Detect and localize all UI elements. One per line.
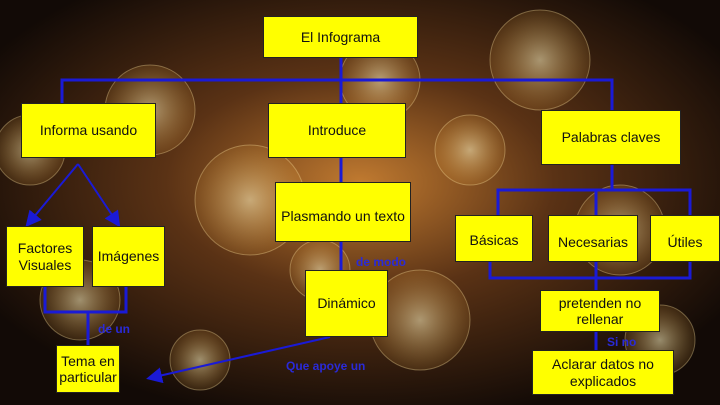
node-imagenes: Imágenes	[92, 226, 165, 287]
connector-de-un: de un	[98, 322, 130, 336]
node-basicas-label: Básicas	[469, 232, 519, 248]
node-introduce-label: Introduce	[307, 122, 367, 138]
connector-si-no: Si no	[607, 335, 637, 349]
node-informa-usando: Informa usando	[21, 103, 156, 158]
node-dinamico: Dinámico	[305, 270, 388, 337]
node-plasmando-label: Plasmando un texto	[281, 208, 405, 224]
node-dinamico-label: Dinámico	[317, 295, 376, 311]
node-aclarar-label: Aclarar datos no explicados	[552, 356, 654, 389]
node-plasmando: Plasmando un texto	[275, 182, 411, 242]
node-pretenden-label: pretenden no rellenar	[558, 294, 642, 327]
node-factores-visuales: Factores Visuales	[6, 226, 84, 287]
node-utiles: Útiles	[650, 215, 720, 262]
node-introduce: Introduce	[268, 103, 406, 158]
node-palabras-claves-label: Palabras claves	[561, 129, 661, 145]
node-tema-particular-label: Tema en particular	[59, 352, 117, 385]
node-imagenes-label: Imágenes	[97, 248, 160, 265]
node-tema-particular: Tema en particular	[56, 345, 120, 393]
node-utiles-label: Útiles	[667, 234, 703, 250]
node-aclarar: Aclarar datos no explicados	[532, 350, 674, 395]
node-root: El Infograma	[263, 16, 418, 58]
node-factores-visuales-label: Factores Visuales	[17, 240, 73, 273]
node-root-label: El Infograma	[300, 28, 381, 45]
node-pretenden: pretenden no rellenar	[540, 290, 660, 332]
connector-de-modo: de modo	[356, 255, 406, 269]
node-informa-usando-label: Informa usando	[39, 122, 138, 138]
node-palabras-claves: Palabras claves	[541, 110, 681, 165]
connector-que-apoye: Que apoye un	[286, 359, 366, 373]
node-necesarias-label: Necesarias	[557, 234, 629, 250]
node-necesarias: Necesarias	[548, 215, 638, 262]
node-basicas: Básicas	[455, 215, 533, 262]
